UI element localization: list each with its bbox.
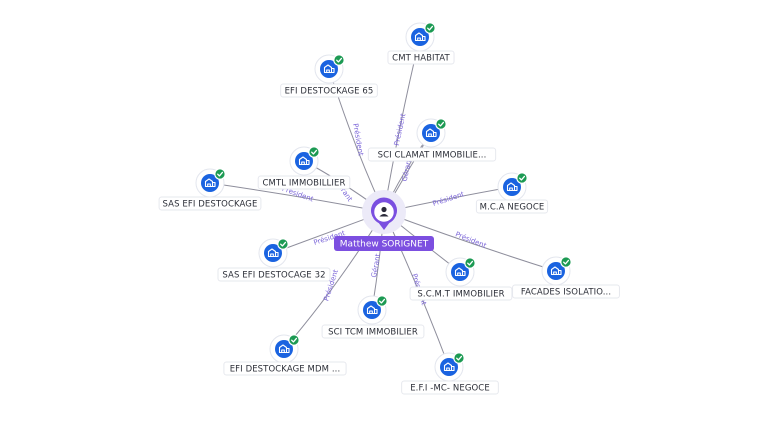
company-label-bg — [280, 83, 378, 98]
company-name: SCI TCM IMMOBILIER — [328, 328, 418, 338]
company-label-bg — [512, 284, 620, 299]
company-node-cmtl-immobillier[interactable]: CMTL IMMOBILLIER — [257, 146, 351, 190]
company-node-core — [440, 358, 458, 376]
building-icon — [443, 362, 455, 372]
company-name: SAS EFI DESTOCKAGE — [163, 200, 258, 210]
building-icon — [366, 305, 378, 315]
company-node-core — [363, 301, 381, 319]
company-name: S.C.M.T IMMOBILIER — [417, 290, 504, 300]
verified-check-icon — [464, 257, 476, 269]
verified-check-icon — [516, 172, 528, 184]
verified-check-icon — [214, 168, 226, 180]
company-label-bg — [321, 324, 425, 339]
company-label-bg — [367, 147, 497, 162]
building-icon — [323, 64, 335, 74]
company-node-core — [422, 124, 440, 142]
company-name: CMTL IMMOBILLIER — [263, 179, 346, 189]
verified-check-icon — [560, 256, 572, 268]
building-icon — [506, 182, 518, 192]
company-node-sas-efi-destockage[interactable]: SAS EFI DESTOCKAGE — [158, 168, 262, 211]
company-node-sci-clamat[interactable]: SCI CLAMAT IMMOBILIE... — [367, 118, 497, 162]
company-node-core — [411, 28, 429, 46]
company-node-mca-negoce[interactable]: M.C.A NEGOCE — [475, 172, 549, 214]
building-icon — [414, 32, 426, 42]
company-name: EFI DESTOCKAGE MDM ... — [230, 365, 341, 375]
company-node-scmt-immobilier[interactable]: S.C.M.T IMMOBILIER — [409, 257, 513, 301]
company-node-core — [275, 340, 293, 358]
company-node-efi-destockage-mdm[interactable]: EFI DESTOCKAGE MDM ... — [223, 334, 347, 376]
company-node-core — [547, 262, 565, 280]
company-label-bg — [217, 267, 331, 282]
company-node-core — [201, 174, 219, 192]
relation-role-label: Président — [432, 190, 466, 208]
company-node-efi-mc-negoce[interactable]: E.F.I -MC- NEGOCE — [401, 352, 499, 395]
person-icon — [379, 206, 389, 217]
verified-check-icon — [333, 54, 345, 66]
verified-check-icon — [435, 118, 447, 130]
relation-role-label: Gérant — [370, 253, 382, 278]
verified-check-icon — [424, 22, 436, 34]
verified-check-icon — [376, 295, 388, 307]
building-icon — [267, 248, 279, 258]
building-icon — [204, 178, 216, 188]
company-node-core — [295, 152, 313, 170]
company-label-bg — [409, 286, 513, 301]
company-label-bg — [475, 199, 549, 214]
company-node-sas-efi-destocage-32[interactable]: SAS EFI DESTOCAGE 32 — [217, 238, 331, 282]
company-name: EFI DESTOCKAGE 65 — [285, 87, 374, 97]
company-node-core — [264, 244, 282, 262]
company-label-bg — [401, 380, 499, 395]
company-label-bg — [387, 50, 455, 65]
company-node-core — [451, 263, 469, 281]
company-node-efi-destockage-65[interactable]: EFI DESTOCKAGE 65 — [280, 54, 378, 98]
company-node-core — [503, 178, 521, 196]
company-node-sci-tcm[interactable]: SCI TCM IMMOBILIER — [321, 295, 425, 339]
building-icon — [425, 128, 437, 138]
company-name: M.C.A NEGOCE — [480, 203, 545, 213]
company-node-core — [320, 60, 338, 78]
building-icon — [278, 344, 290, 354]
company-node-cmt-habitat[interactable]: CMT HABITAT — [387, 22, 455, 65]
building-icon — [298, 156, 310, 166]
building-icon — [454, 267, 466, 277]
company-name: CMT HABITAT — [392, 54, 450, 64]
company-node-facades-isolation[interactable]: FACADES ISOLATIO... — [512, 256, 620, 299]
company-name: FACADES ISOLATIO... — [521, 288, 611, 298]
verified-check-icon — [277, 238, 289, 250]
relation-role-label: Président — [454, 230, 488, 250]
verified-check-icon — [453, 352, 465, 364]
center-node[interactable]: Matthew SORIGNET — [334, 190, 434, 251]
company-name: SAS EFI DESTOCAGE 32 — [222, 271, 325, 281]
company-name: E.F.I -MC- NEGOCE — [410, 384, 490, 394]
center-name: Matthew SORIGNET — [340, 240, 429, 250]
company-name: SCI CLAMAT IMMOBILIE... — [378, 151, 487, 161]
verified-check-icon — [288, 334, 300, 346]
company-label-bg — [257, 175, 351, 190]
company-label-bg — [223, 361, 347, 376]
center-name-badge — [334, 236, 434, 251]
nodes-layer: CMT HABITAT EFI DESTOCKAGE 65 SCI CLAMAT I… — [158, 22, 620, 395]
verified-check-icon — [308, 146, 320, 158]
relation-role-label: Président — [393, 113, 408, 147]
company-label-bg — [158, 196, 262, 211]
building-icon — [550, 266, 562, 276]
